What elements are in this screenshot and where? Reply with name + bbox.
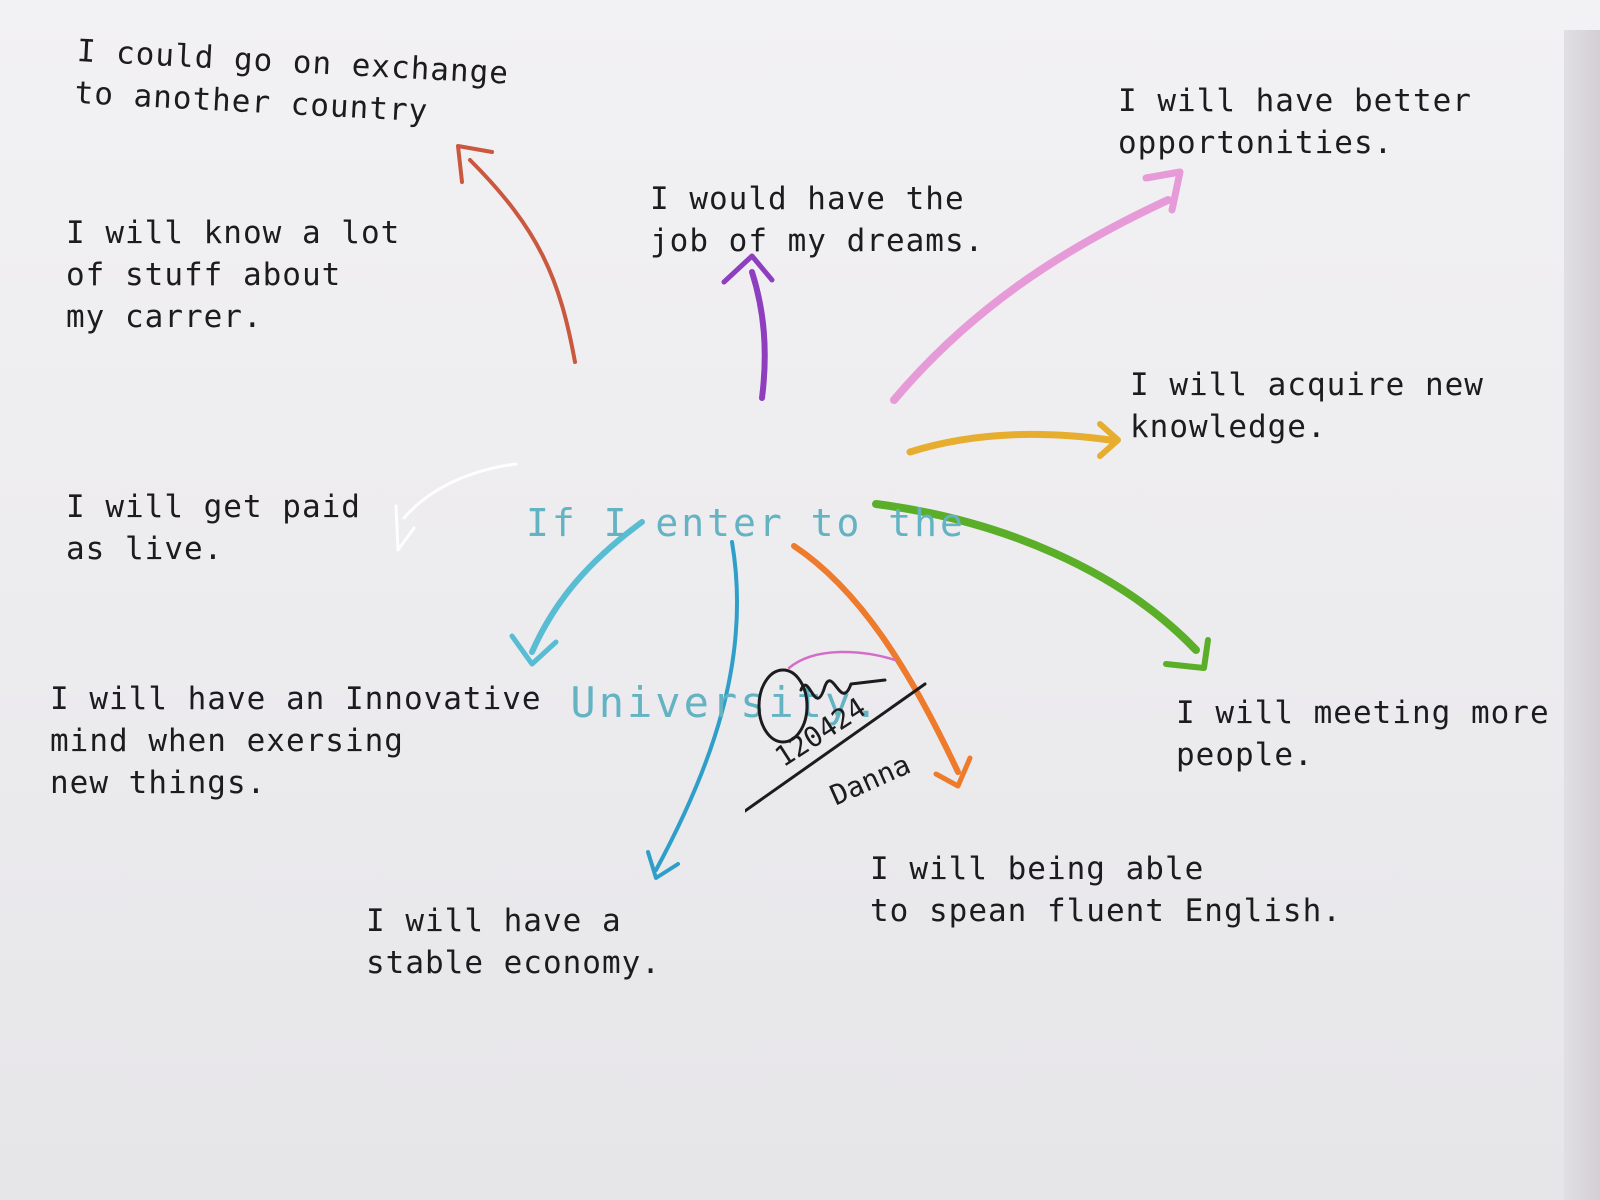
- arrow-opportunities: [890, 196, 1172, 404]
- arrowhead-exchange: [456, 144, 494, 184]
- arrowhead-stable-economy: [646, 850, 680, 880]
- arrow-english: [791, 543, 961, 775]
- central-idea-line2: University.: [570, 678, 882, 727]
- note-knowledge: I will acquire new knowledge.: [1130, 367, 1484, 445]
- note-meeting-people: I will meeting more people.: [1176, 695, 1550, 773]
- arrow-innovative: [529, 519, 645, 655]
- arrow-paid: [402, 462, 518, 520]
- signature-pink-loop: [787, 650, 897, 670]
- signature-underline: [745, 682, 927, 813]
- signature-stamp: 120424 Danna: [745, 650, 975, 840]
- arrowhead-english: [933, 755, 973, 789]
- central-idea: If I enter to the University.: [526, 388, 966, 838]
- arrowhead-paid: [394, 504, 416, 552]
- arrowhead-innovative: [509, 633, 559, 667]
- arrow-dream-job: [749, 269, 768, 401]
- arrowhead-dream-job: [721, 253, 775, 285]
- note-know-career: I will know a lot of stuff about my carr…: [66, 215, 401, 335]
- note-stable-economy: I will have a stable economy.: [366, 903, 661, 981]
- arrow-meeting-people: [872, 500, 1200, 654]
- signature-initial-loop: [757, 668, 809, 744]
- note-opportunities: I will have better opportonities.: [1118, 83, 1472, 161]
- paper-edge: [1564, 30, 1600, 1200]
- central-idea-line1: If I enter to the: [526, 501, 966, 545]
- arrow-stable-economy: [654, 540, 740, 872]
- note-paid: I will get paid as live.: [66, 489, 361, 567]
- signature-scribble: [799, 678, 887, 700]
- arrow-knowledge: [906, 430, 1114, 456]
- arrowhead-knowledge: [1097, 421, 1121, 459]
- arrowhead-meeting-people: [1163, 637, 1211, 671]
- note-english: I will being able to spean fluent Englis…: [870, 851, 1342, 929]
- note-innovative: I will have an Innovative mind when exer…: [50, 681, 542, 801]
- arrow-exchange: [468, 158, 577, 364]
- arrowhead-opportunities: [1142, 168, 1184, 214]
- note-dream-job: I would have the job of my dreams.: [650, 181, 985, 259]
